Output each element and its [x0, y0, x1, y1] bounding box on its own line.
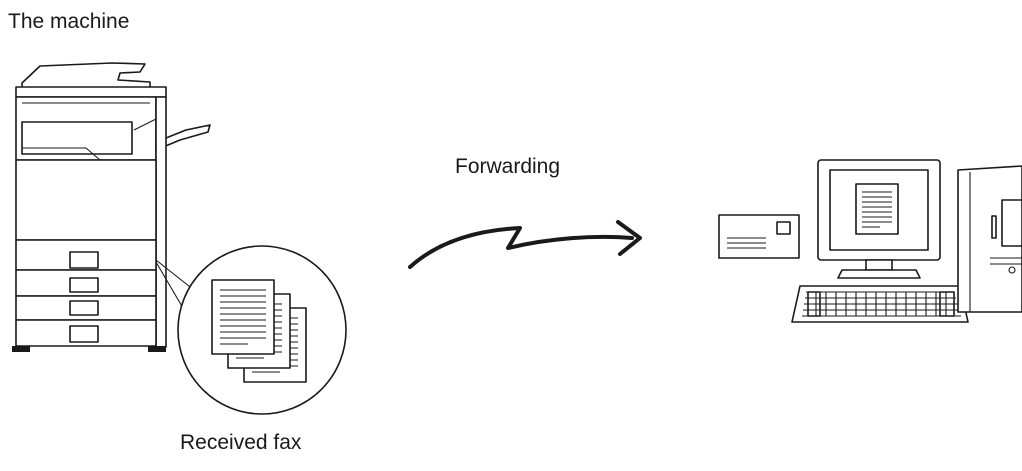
keyboard-keys	[802, 291, 961, 317]
email-envelope-icon	[718, 214, 800, 259]
forwarding-arrow-icon	[408, 220, 642, 269]
forwarding-label: Forwarding	[455, 155, 561, 178]
mfp-machine-icon	[12, 62, 211, 352]
machine-label: The machine	[8, 10, 130, 33]
computer-icon	[791, 159, 1022, 323]
received-fax-label: Received fax	[180, 431, 302, 454]
received-fax-icon	[177, 245, 347, 415]
